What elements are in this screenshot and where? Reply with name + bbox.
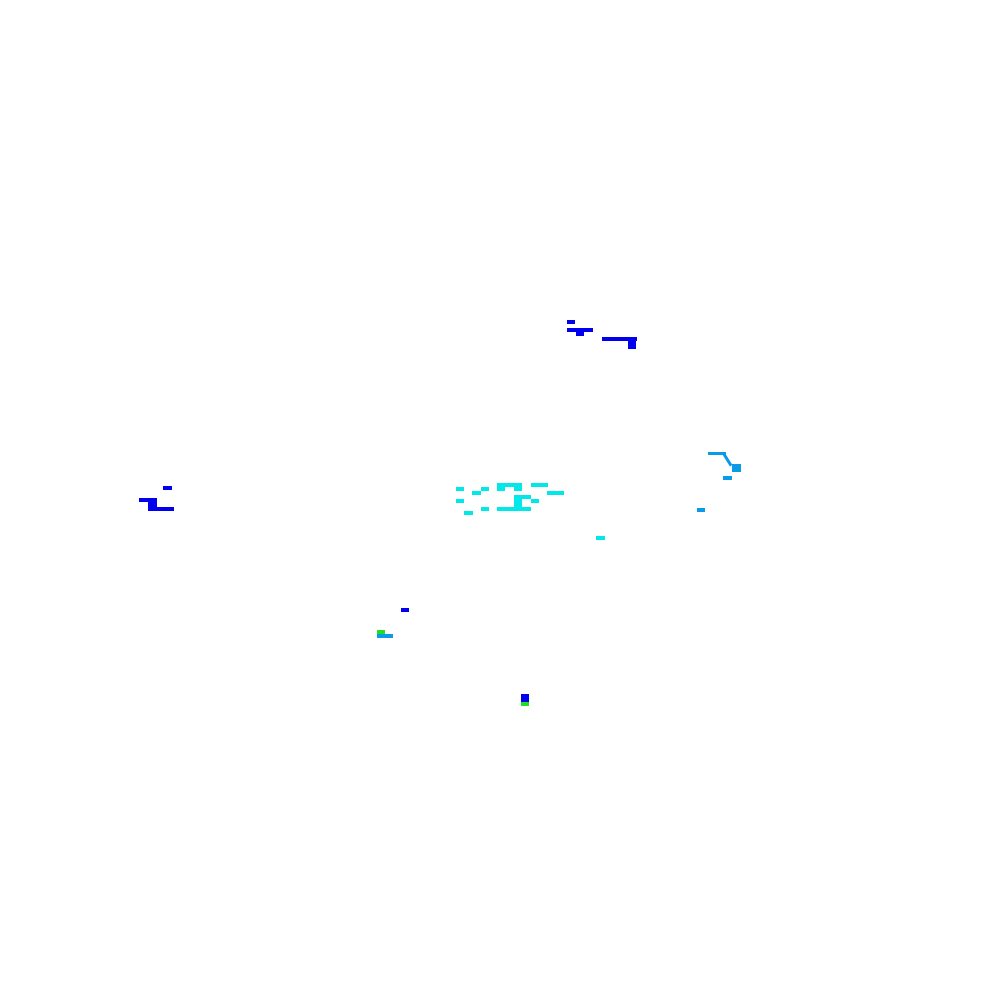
green-block bbox=[521, 702, 529, 706]
cyan-block bbox=[456, 499, 464, 503]
blue-block bbox=[148, 502, 157, 508]
light-blue-block bbox=[377, 634, 393, 638]
cyan-block bbox=[481, 487, 489, 491]
blue-block bbox=[163, 486, 172, 490]
cyan-block bbox=[531, 499, 539, 503]
cyan-block bbox=[547, 491, 564, 495]
light-blue-block bbox=[723, 476, 732, 480]
blue-block bbox=[602, 337, 637, 341]
blue-block bbox=[567, 328, 593, 332]
cyan-block bbox=[456, 487, 464, 491]
blue-block bbox=[521, 694, 529, 702]
cyan-block bbox=[497, 507, 531, 511]
green-block bbox=[377, 630, 385, 634]
blue-block bbox=[148, 507, 174, 511]
blue-block bbox=[628, 341, 636, 349]
blue-block bbox=[401, 608, 409, 612]
light-blue-stroke bbox=[722, 453, 733, 467]
cyan-block bbox=[514, 487, 522, 491]
cyan-block bbox=[481, 507, 489, 511]
cyan-block bbox=[464, 511, 473, 515]
light-blue-block bbox=[732, 464, 741, 472]
cyan-block bbox=[596, 536, 605, 540]
cyan-block bbox=[472, 491, 481, 495]
cyan-block bbox=[531, 483, 548, 487]
light-blue-block bbox=[708, 452, 726, 455]
cyan-block bbox=[497, 483, 522, 487]
light-blue-block bbox=[697, 508, 705, 512]
cyan-block bbox=[514, 495, 531, 499]
blue-block bbox=[576, 332, 584, 336]
blue-block bbox=[139, 498, 157, 502]
blue-block bbox=[567, 320, 575, 324]
cyan-block bbox=[514, 499, 522, 511]
cyan-block bbox=[497, 487, 505, 491]
